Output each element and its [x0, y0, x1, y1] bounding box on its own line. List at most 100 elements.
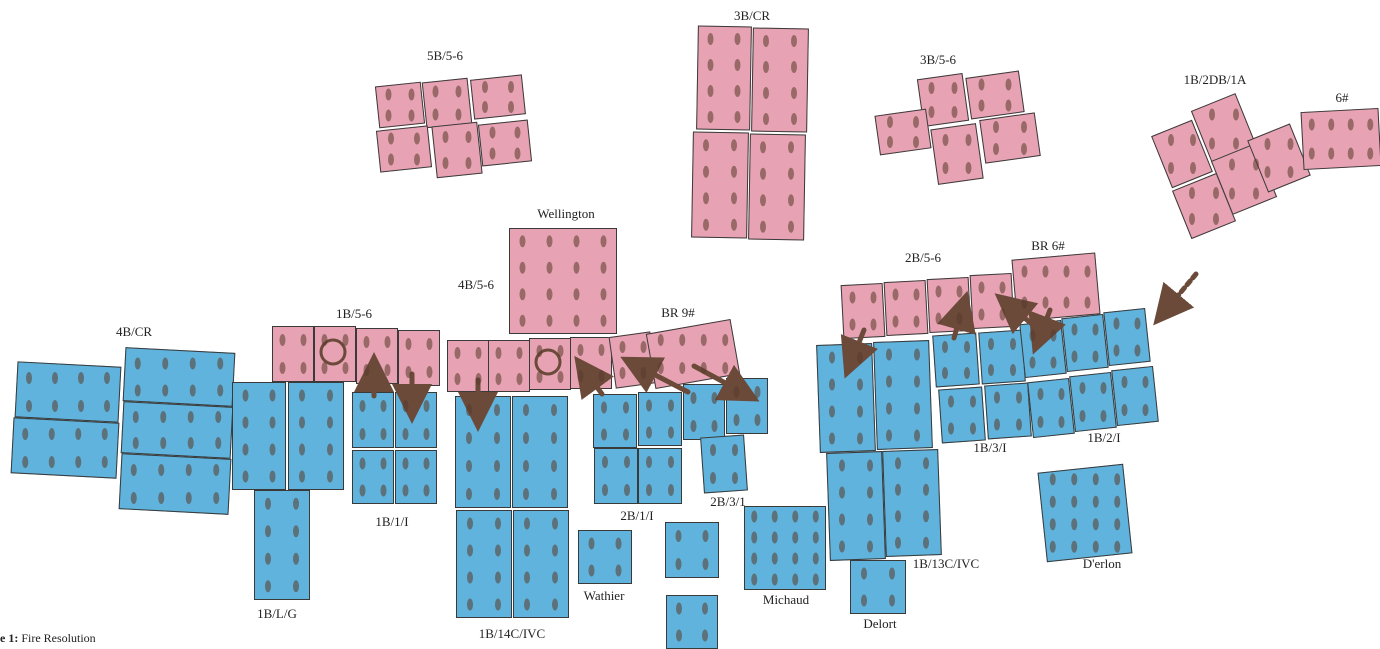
soldier-figure-mark	[893, 289, 899, 301]
soldier-figure-mark	[293, 525, 299, 537]
soldier-figure-mark	[895, 537, 901, 549]
soldier-figure-mark	[537, 345, 543, 357]
soldier-figure-mark	[676, 630, 682, 642]
soldier-figure-mark	[1114, 518, 1120, 530]
soldier-figure-mark	[523, 488, 529, 500]
soldier-figure-mark	[381, 458, 387, 470]
soldier-figure-mark	[299, 417, 305, 429]
soldier-figure-mark	[1093, 324, 1099, 336]
soldier-figure-mark	[788, 168, 794, 180]
soldier-figure-mark	[78, 372, 84, 384]
soldier-figure-mark	[1213, 187, 1219, 199]
soldier-figure-mark	[343, 362, 349, 374]
soldier-figure-mark	[131, 492, 137, 504]
soldier-figure-mark	[466, 404, 472, 416]
soldier-figure-mark	[948, 396, 954, 408]
soldier-figure-mark	[1233, 109, 1239, 121]
soldier-figure-mark	[293, 580, 299, 592]
soldier-figure-mark	[552, 572, 558, 584]
soldier-figure-mark	[889, 568, 895, 580]
soldier-figure-mark	[162, 358, 168, 370]
soldier-figure-mark	[190, 358, 196, 370]
soldier-figure-mark	[551, 432, 557, 444]
soldier-figure-mark	[1135, 318, 1141, 330]
soldier-figure-mark	[414, 154, 420, 166]
soldier-figure-mark	[424, 400, 430, 412]
soldier-figure-mark	[293, 553, 299, 565]
soldier-figure-mark	[1367, 119, 1373, 131]
soldier-figure-mark	[914, 376, 920, 388]
soldier-figure-mark	[735, 85, 741, 97]
soldier-figure-mark	[792, 532, 798, 544]
soldier-figure-mark	[299, 444, 305, 456]
soldier-figure-mark	[676, 558, 682, 570]
soldier-figure-mark	[1000, 309, 1006, 321]
soldier-figure-mark	[280, 334, 286, 346]
soldier-figure-mark	[1101, 382, 1107, 394]
soldier-figure-mark	[964, 341, 970, 353]
soldier-figure-mark	[1229, 188, 1235, 200]
soldier-figure-mark	[701, 362, 707, 374]
soldier-figure-mark	[1043, 266, 1049, 278]
soldier-figure-mark	[923, 537, 929, 549]
soldier-figure-mark	[1030, 330, 1036, 342]
soldier-figure-mark	[414, 133, 420, 145]
soldier-figure-mark	[578, 370, 584, 382]
soldier-figure-mark	[1143, 404, 1149, 416]
soldier-figure-mark	[482, 101, 488, 113]
soldier-figure-mark	[735, 59, 741, 71]
soldier-figure-mark	[763, 35, 769, 47]
soldier-figure-mark	[1288, 138, 1294, 150]
soldier-figure-mark	[703, 530, 709, 542]
soldier-figure-mark	[574, 288, 580, 300]
soldier-figure-mark	[494, 404, 500, 416]
soldier-figure-mark	[867, 487, 873, 499]
soldier-figure-mark	[601, 429, 607, 441]
soldier-figure-mark	[1093, 473, 1099, 485]
soldier-figure-mark	[22, 428, 28, 440]
soldier-figure-mark	[703, 192, 709, 204]
soldier-figure-mark	[517, 373, 523, 385]
soldier-figure-mark	[1021, 143, 1027, 155]
soldier-figure-mark	[1328, 148, 1334, 160]
soldier-figure-mark	[1213, 213, 1219, 225]
soldier-figure-mark	[327, 471, 333, 483]
soldier-figure-mark	[871, 319, 877, 331]
soldier-figure-mark	[913, 136, 919, 148]
soldier-figure-mark	[299, 471, 305, 483]
soldier-figure-mark	[158, 464, 164, 476]
soldier-figure-mark	[547, 262, 553, 274]
soldier-figure-mark	[406, 338, 412, 350]
soldier-figure-mark	[929, 106, 935, 118]
soldier-figure-mark	[1021, 121, 1027, 133]
soldier-figure-mark	[751, 553, 757, 565]
soldier-figure-mark	[676, 530, 682, 542]
soldier-figure-mark	[601, 402, 607, 414]
soldier-figure-mark	[360, 485, 366, 497]
soldier-figure-mark	[490, 127, 496, 139]
soldier-figure-mark	[537, 371, 543, 383]
soldier-figure-mark	[772, 532, 778, 544]
soldier-figure-mark	[188, 411, 194, 423]
soldier-figure-mark	[993, 143, 999, 155]
soldier-figure-mark	[979, 282, 985, 294]
soldier-figure-mark	[988, 338, 994, 350]
soldier-figure-mark	[1080, 410, 1086, 422]
soldier-figure-mark	[524, 572, 530, 584]
soldier-figure-mark	[668, 484, 674, 496]
soldier-figure-mark	[734, 386, 740, 398]
soldier-figure-mark	[589, 565, 595, 577]
soldier-figure-mark	[601, 262, 607, 274]
soldier-figure-mark	[524, 599, 530, 611]
soldier-figure-mark	[22, 456, 28, 468]
soldier-figure-mark	[213, 492, 219, 504]
soldier-figure-mark	[1006, 79, 1012, 91]
soldier-figure-mark	[1085, 297, 1091, 309]
soldier-figure-mark	[712, 420, 718, 432]
soldier-figure-mark	[914, 289, 920, 301]
soldier-figure-mark	[49, 456, 55, 468]
soldier-figure-mark	[1064, 297, 1070, 309]
soldier-figure-mark	[360, 428, 366, 440]
soldier-figure-mark	[26, 372, 32, 384]
soldier-figure-mark	[1093, 496, 1099, 508]
